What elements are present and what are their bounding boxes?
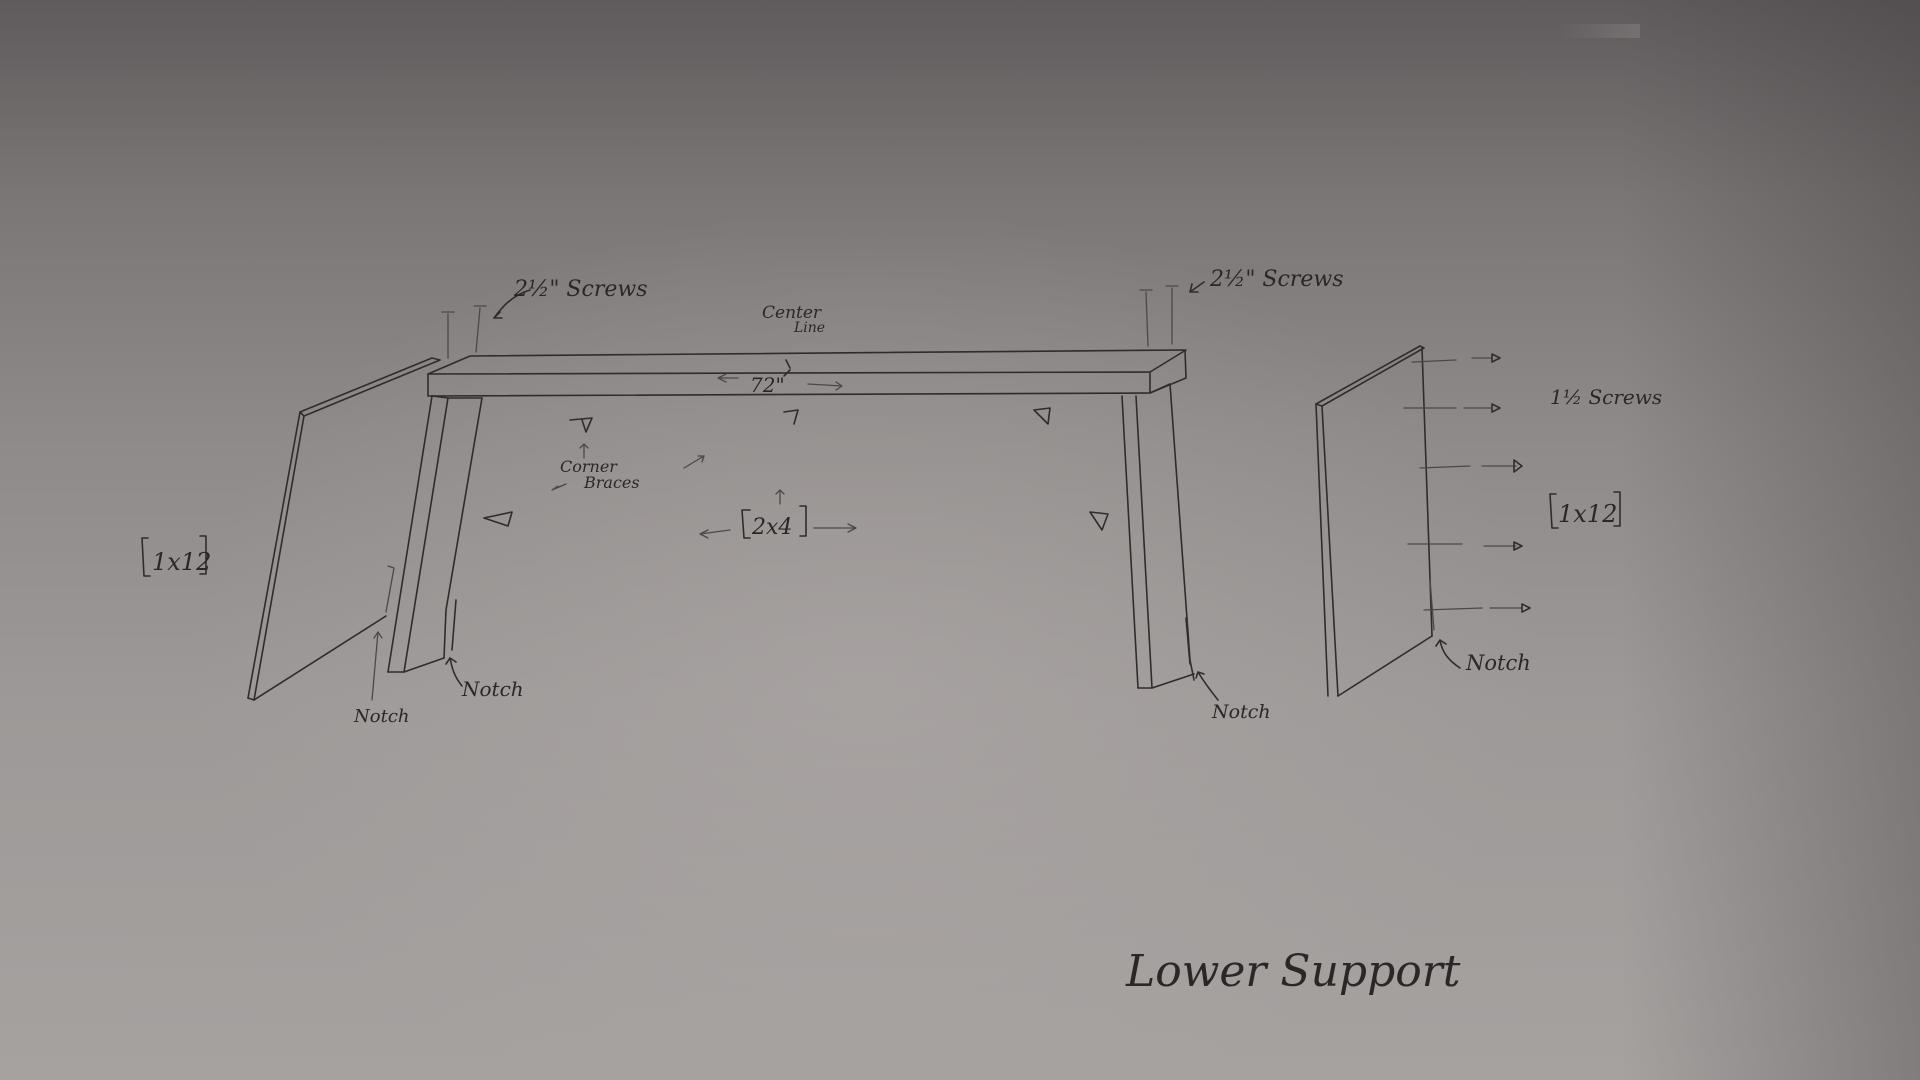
corner-braces [483,407,1109,531]
side-screws [1403,353,1531,613]
drawing-title: Lower Support [1125,946,1461,997]
label-notch-left-inner: Notch [461,677,524,701]
label-side-screws: 1½ Screws [1550,385,1662,409]
label-1x12-left: 1x12 [152,548,211,576]
left-board [247,357,441,701]
label-notch-left-outer: Notch [353,706,410,727]
notch-arrows [371,630,1461,701]
label-center-line-1: Center [762,303,822,323]
label-length: 72" [750,373,785,397]
label-screws-left: 2½" Screws [513,277,647,302]
label-corner-braces-1: Corner [560,457,618,476]
right-leg [1121,383,1195,689]
dimension-arrows [699,373,857,539]
paper-edge [1560,24,1640,38]
right-board [1315,345,1435,697]
label-notch-right-leg: Notch [1211,701,1271,723]
label-1x12-right: 1x12 [1558,500,1617,528]
label-center-line-2: Line [793,320,825,336]
label-notch-right-board: Notch [1465,651,1531,675]
top-screws-left [441,289,531,359]
label-corner-braces-2: Braces [583,473,640,492]
label-screws-right: 2½" Screws [1209,267,1343,292]
left-leg [387,395,483,673]
label-brackets [141,491,1621,577]
label-2x4: 2x4 [751,515,792,540]
top-beam [427,349,1187,397]
top-screws-right [1139,281,1205,347]
